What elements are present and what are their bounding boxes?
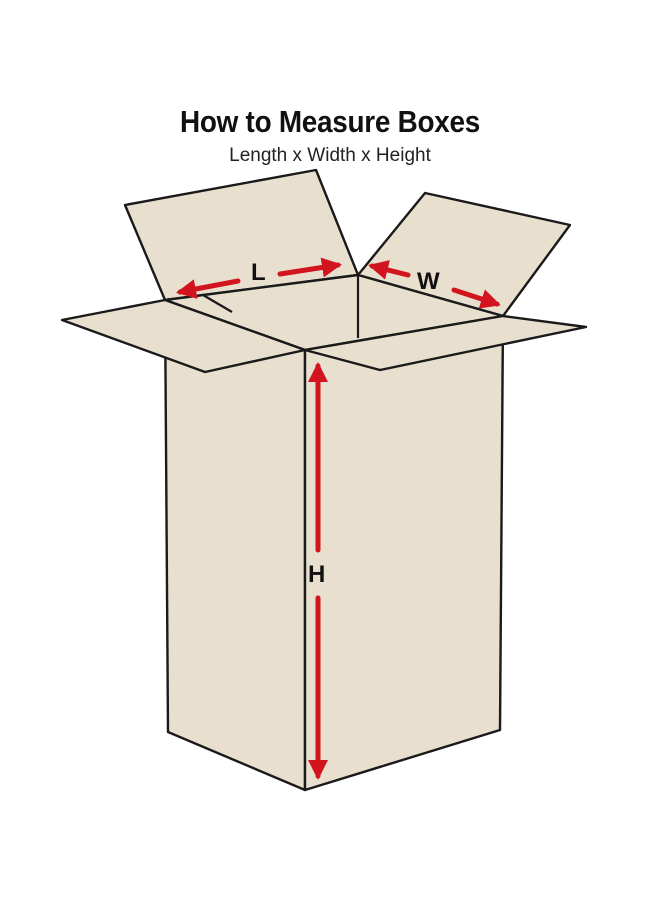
box-front-face xyxy=(303,314,505,792)
page-title: How to Measure Boxes xyxy=(179,104,481,139)
width-label: W xyxy=(417,268,440,295)
width-arrow-left xyxy=(368,260,411,280)
flap-front-right xyxy=(303,314,588,372)
interior-edge xyxy=(202,294,233,313)
length-arrow-right xyxy=(277,257,342,278)
box-left-face xyxy=(163,298,307,792)
length-label: L xyxy=(251,259,266,286)
flap-front-left xyxy=(60,298,307,374)
height-label: H xyxy=(308,561,325,588)
header: How to Measure Boxes Length x Width x He… xyxy=(0,104,660,168)
width-arrow-right xyxy=(451,287,501,309)
length-arrow-left xyxy=(176,278,241,299)
page-subtitle: Length x Width x Height xyxy=(229,145,431,166)
